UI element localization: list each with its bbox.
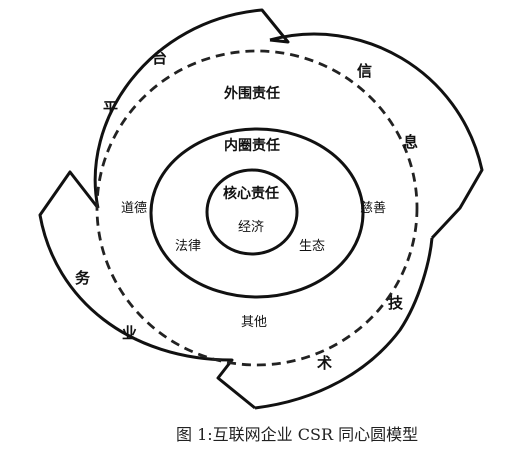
outer-char-xi: 息 — [403, 133, 418, 151]
inner-responsibility-label: 内圈责任 — [224, 137, 280, 154]
outer-item-other: 其他 — [241, 315, 267, 330]
outer-ring-arc-left — [93, 8, 290, 209]
outer-char-ye: 业 — [122, 324, 137, 342]
outer-char-wu: 务 — [75, 269, 91, 287]
inner-item-ecology: 生态 — [299, 239, 325, 254]
outer-char-shu: 术 — [317, 354, 332, 372]
outer-responsibility-ring — [95, 49, 419, 367]
outer-char-xin: 信 — [357, 62, 372, 80]
figure-caption: 图 1:互联网企业 CSR 同心圆模型 — [176, 425, 419, 444]
inner-responsibility-ring — [149, 127, 365, 299]
outer-ring-arc-right — [254, 237, 434, 410]
outer-ring-arc-top — [269, 32, 484, 240]
core-item-economy: 经济 — [238, 220, 264, 235]
core-responsibility-ring — [205, 168, 299, 256]
outer-item-charity: 慈善 — [360, 200, 386, 216]
outer-char-ping: 平 — [103, 99, 118, 117]
outer-item-morality: 道德 — [121, 201, 147, 216]
outer-char-ji: 技 — [388, 294, 404, 312]
outer-char-tai: 台 — [152, 49, 167, 67]
outer-ring-arc-bottom — [38, 170, 256, 410]
inner-item-law: 法律 — [175, 239, 201, 254]
core-responsibility-label: 核心责任 — [223, 185, 279, 202]
outer-responsibility-label: 外围责任 — [224, 85, 280, 102]
